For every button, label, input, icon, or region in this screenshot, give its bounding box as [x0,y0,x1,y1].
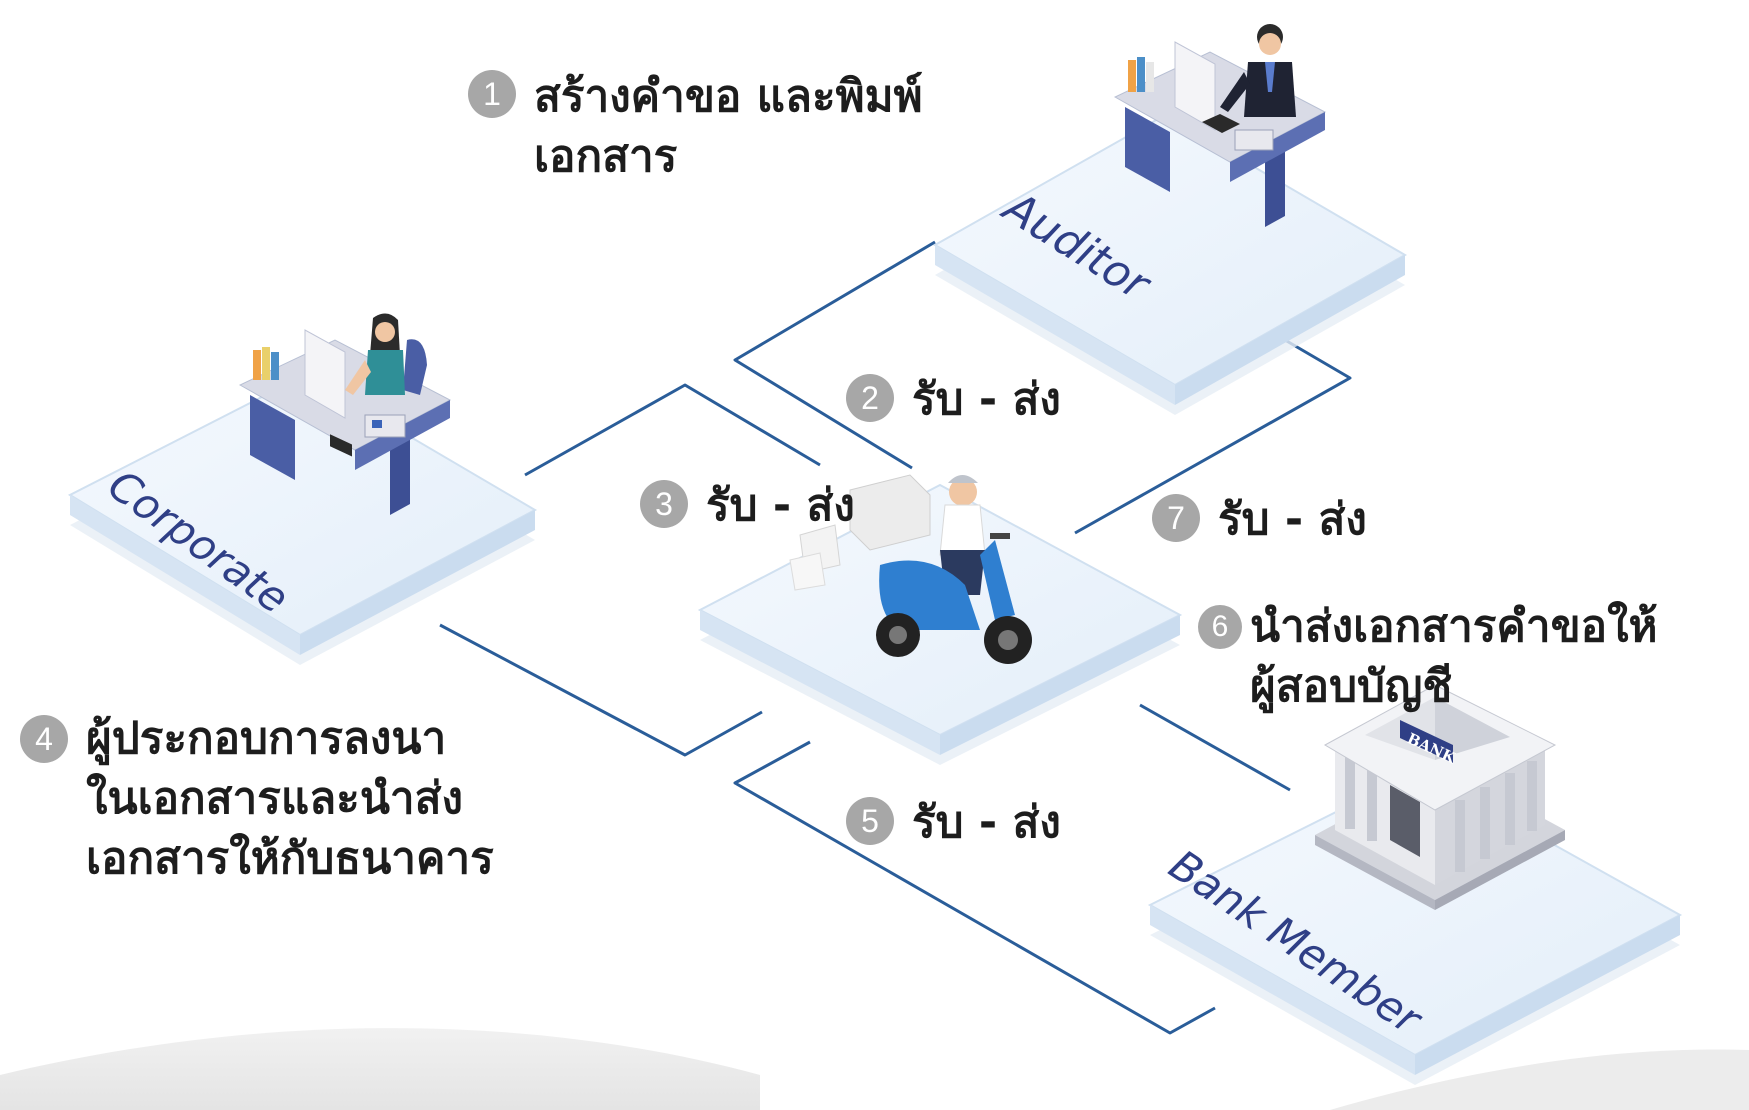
bank-platform [1140,740,1700,1100]
step-text: นำส่งเอกสารคำขอให้ ผู้สอบบัญชี [1250,601,1658,712]
connector-corporate-to-messenger [524,383,821,477]
step-2: 2 รับ - ส่ง [846,374,1061,430]
step-4: 4 ผู้ประกอบการลงนา ในเอกสารและนำส่ง เอกส… [20,713,494,889]
corporate-at-desk-icon [238,313,452,515]
step-number-badge: 3 [640,480,688,528]
step-text: รับ - ส่ง [706,480,855,531]
step-3: 3 รับ - ส่ง [640,480,855,536]
step-number-badge: 7 [1152,494,1200,542]
step-number-badge: 6 [1198,605,1242,649]
connector-bank-to-messenger [733,740,1216,1035]
step-number-badge: 1 [468,70,516,118]
step-number-badge: 5 [846,797,894,845]
step-text: ผู้ประกอบการลงนา ในเอกสารและนำส่ง เอกสาร… [86,713,494,884]
connector-auditor-to-messenger [733,240,936,470]
bank-building-icon: BANK [1315,684,1565,910]
scooter-courier-icon [789,474,1032,664]
connector-messenger-to-bank [1139,703,1291,792]
step-text: รับ - ส่ง [912,797,1061,848]
auditor-at-desk-icon [1113,24,1327,227]
connector-messenger-to-auditor [1074,338,1352,535]
auditor-platform [920,60,1420,420]
step-7: 7 รับ - ส่ง [1152,494,1367,550]
step-number-badge: 2 [846,374,894,422]
step-6: 6 นำส่งเอกสารคำขอให้ ผู้สอบบัญชี [1198,601,1658,717]
corporate-platform [60,320,550,680]
step-number-badge: 4 [20,715,68,763]
connector-corporate-bottom [439,623,763,757]
step-text: สร้างคำขอ และพิมพ์ เอกสาร [534,71,923,182]
step-5: 5 รับ - ส่ง [846,797,1061,853]
step-text: รับ - ส่ง [912,374,1061,425]
step-text: รับ - ส่ง [1218,494,1367,545]
step-1: 1 สร้างคำขอ และพิมพ์ เอกสาร [468,70,923,187]
